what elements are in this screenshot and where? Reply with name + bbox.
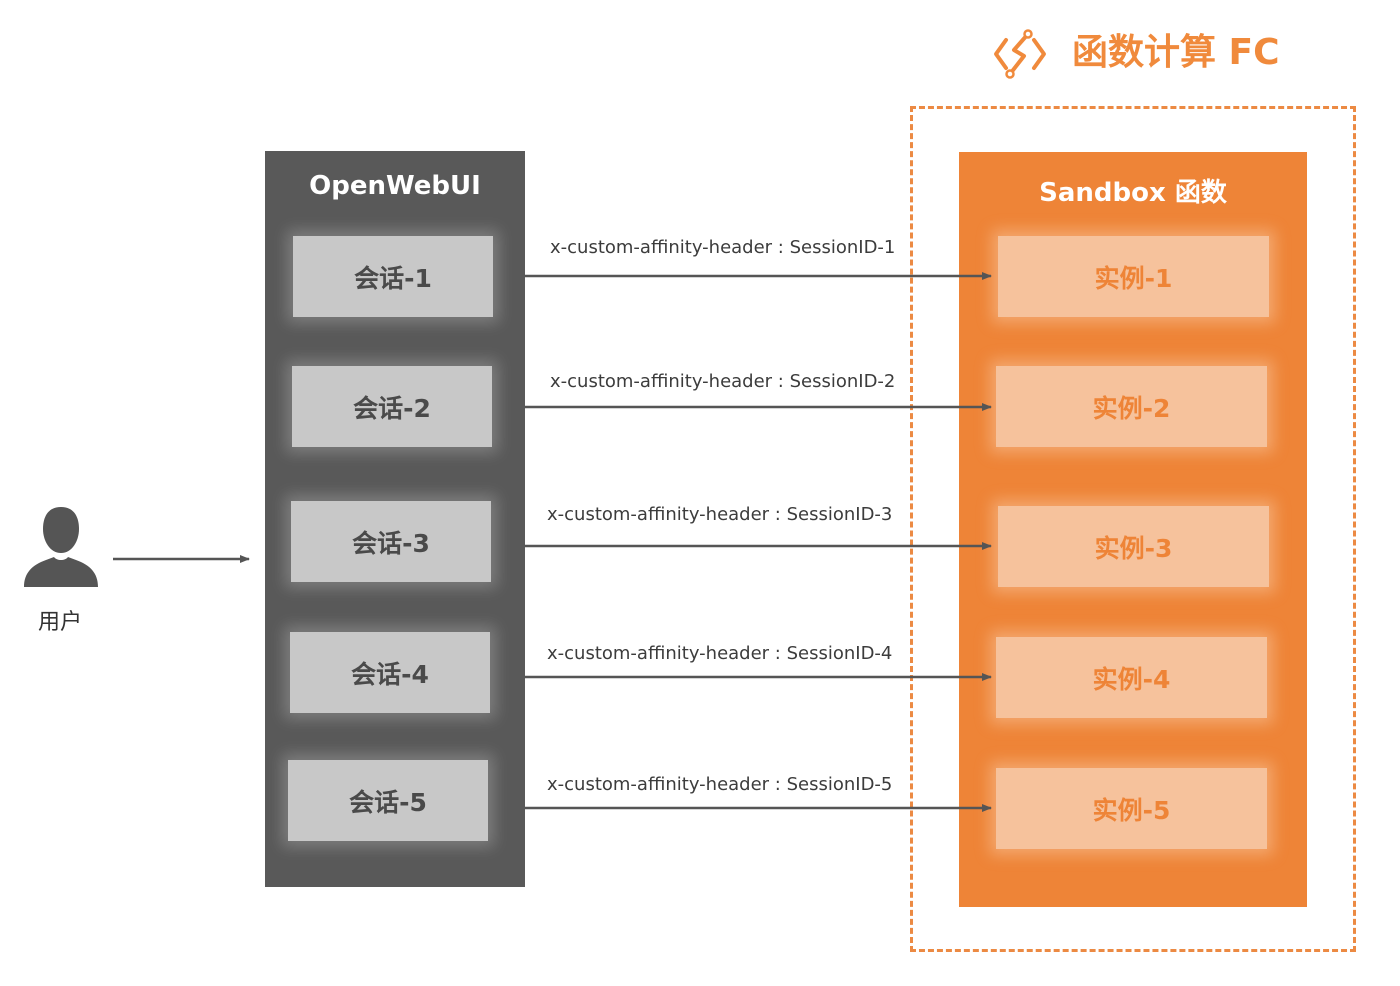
fc-title: 函数计算 FC xyxy=(1072,32,1280,73)
sandbox-container: Sandbox 函数 实例-1 实例-2 实例-3 实例-4 实例-5 xyxy=(959,152,1307,907)
user-label: 用户 xyxy=(37,610,82,635)
openwebui-title: OpenWebUI xyxy=(309,171,481,201)
instance-5: 实例-5 xyxy=(996,768,1267,849)
connection-label-3: x-custom-affinity-header : SessionID-3 xyxy=(547,504,893,525)
connection-label-1: x-custom-affinity-header : SessionID-1 xyxy=(550,237,896,258)
session-4: 会话-4 xyxy=(290,632,490,713)
fc-region-boundary xyxy=(910,106,1356,952)
sandbox-title: Sandbox 函数 xyxy=(1039,178,1227,208)
openwebui-container: OpenWebUI 会话-1 会话-2 会话-3 会话-4 会话-5 xyxy=(265,151,525,887)
connection-label-4: x-custom-affinity-header : SessionID-4 xyxy=(547,643,893,664)
session-5: 会话-5 xyxy=(288,760,488,841)
instance-3: 实例-3 xyxy=(998,506,1269,587)
session-3: 会话-3 xyxy=(291,501,491,582)
instance-1: 实例-1 xyxy=(998,236,1269,317)
fc-logo-icon xyxy=(994,29,1046,79)
instance-2: 实例-2 xyxy=(996,366,1267,447)
session-2: 会话-2 xyxy=(292,366,492,447)
connection-label-5: x-custom-affinity-header : SessionID-5 xyxy=(547,774,893,795)
instance-4: 实例-4 xyxy=(996,637,1267,718)
user-icon xyxy=(24,507,98,587)
session-1: 会话-1 xyxy=(293,236,493,317)
connection-label-2: x-custom-affinity-header : SessionID-2 xyxy=(550,371,896,392)
